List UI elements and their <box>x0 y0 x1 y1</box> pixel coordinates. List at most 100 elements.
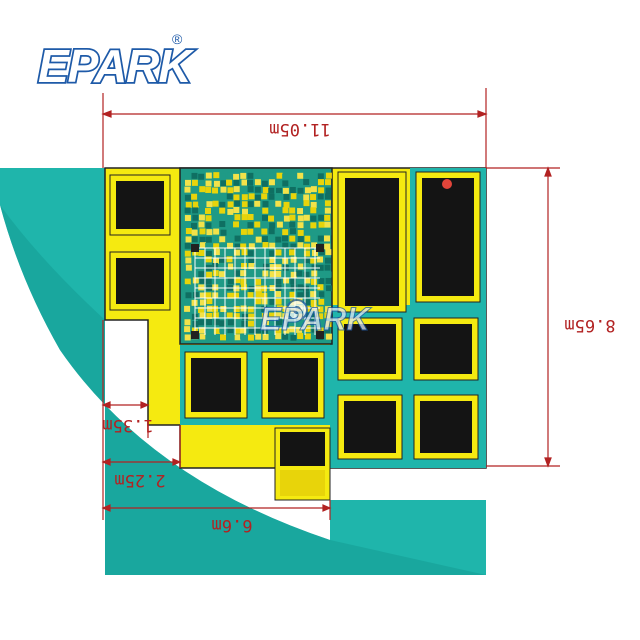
foam-cube <box>325 306 332 313</box>
foam-cube <box>296 256 303 263</box>
foam-cube <box>275 270 282 277</box>
foam-cube <box>205 334 212 341</box>
foam-cube <box>318 271 325 278</box>
dim-width-label: 11.05m <box>269 119 330 139</box>
foam-cube <box>233 292 240 299</box>
foam-cube <box>219 256 226 263</box>
foam-cube <box>297 172 304 179</box>
foam-cube <box>247 299 254 306</box>
foam-cube <box>324 214 331 221</box>
foam-cube <box>318 201 325 208</box>
foam-cube <box>324 243 331 250</box>
foam-cube <box>199 277 206 284</box>
foam-cube <box>304 187 311 194</box>
foam-cube <box>198 173 205 180</box>
dimension-lines <box>101 88 560 520</box>
foam-cube <box>185 236 192 243</box>
foam-cube <box>290 228 297 235</box>
foam-cube <box>303 271 310 278</box>
foam-cube <box>220 180 227 187</box>
foam-cube <box>205 242 212 249</box>
foam-cube <box>198 200 205 207</box>
foam-cube <box>199 242 206 249</box>
foam-cube <box>234 200 241 207</box>
foam-cube <box>276 172 283 179</box>
foam-cube <box>247 172 254 179</box>
foam-cube <box>290 271 297 278</box>
foam-cube <box>289 221 296 228</box>
trampoline-long-lane-2 <box>415 171 481 303</box>
foam-cube <box>324 221 331 228</box>
entrance-block <box>274 427 331 501</box>
foam-cube <box>192 207 199 214</box>
foam-cube <box>234 235 241 242</box>
foam-cube <box>254 305 261 312</box>
foam-cube <box>276 221 283 228</box>
foam-cube <box>220 229 227 236</box>
foam-cube <box>268 326 275 333</box>
foam-cube <box>212 208 219 215</box>
foam-cube <box>269 298 276 305</box>
foam-cube <box>303 200 310 207</box>
foam-cube <box>262 187 269 194</box>
foam-cube <box>254 194 261 201</box>
teal-floor-shadow <box>0 205 486 575</box>
foam-cube <box>261 285 268 292</box>
foam-cube <box>310 186 317 193</box>
foam-cube <box>304 326 311 333</box>
foam-cube <box>317 264 324 271</box>
foam-cube <box>310 319 317 326</box>
foam-cube <box>324 291 331 298</box>
foam-cube <box>304 229 311 236</box>
foam-cube <box>199 194 206 201</box>
foam-cube <box>268 193 275 200</box>
foam-cube <box>269 319 276 326</box>
foam-cube <box>212 312 219 319</box>
foam-cube <box>269 208 276 215</box>
foam-cube <box>310 278 317 285</box>
foam-cube <box>325 320 332 327</box>
foam-cube <box>303 285 310 292</box>
foam-cube <box>185 257 192 264</box>
foam-cube <box>184 250 191 257</box>
foam-cube <box>212 222 219 229</box>
foam-cube <box>303 250 310 257</box>
registered-icon: ® <box>172 31 183 47</box>
foam-cube <box>205 215 212 222</box>
foam-cube <box>199 186 206 193</box>
foam-cube <box>212 187 219 194</box>
foam-cube <box>303 194 310 201</box>
foam-cube <box>297 208 304 215</box>
foam-cube <box>290 263 297 270</box>
foam-cube <box>255 172 262 179</box>
foam-cube <box>213 180 220 187</box>
foam-cube <box>234 257 241 264</box>
foam-cube <box>262 263 269 270</box>
foam-cube <box>254 249 261 256</box>
foam-cube <box>184 222 191 229</box>
foam-cube <box>185 264 192 271</box>
foam-cube <box>247 250 254 257</box>
foam-cube <box>324 264 331 271</box>
foam-cube <box>283 193 290 200</box>
foam-cube <box>192 292 199 299</box>
foam-cube <box>233 270 240 277</box>
foam-cube <box>220 242 227 249</box>
foam-cube <box>324 193 331 200</box>
foam-cube <box>227 278 234 285</box>
foam-cube <box>275 264 282 271</box>
foam-cube <box>317 235 324 242</box>
foam-cube <box>205 250 212 257</box>
foam-cube <box>262 319 269 326</box>
foam-cube <box>282 229 289 236</box>
foam-cube <box>233 179 240 186</box>
foam-cube <box>297 263 304 270</box>
foam-cube <box>297 242 304 249</box>
foam-cube <box>198 319 205 326</box>
foam-cube <box>248 235 255 242</box>
foam-cube <box>275 298 282 305</box>
foam-cube <box>275 327 282 334</box>
foam-cube <box>226 333 233 340</box>
foam-cube <box>227 271 234 278</box>
foam-cube <box>233 313 240 320</box>
